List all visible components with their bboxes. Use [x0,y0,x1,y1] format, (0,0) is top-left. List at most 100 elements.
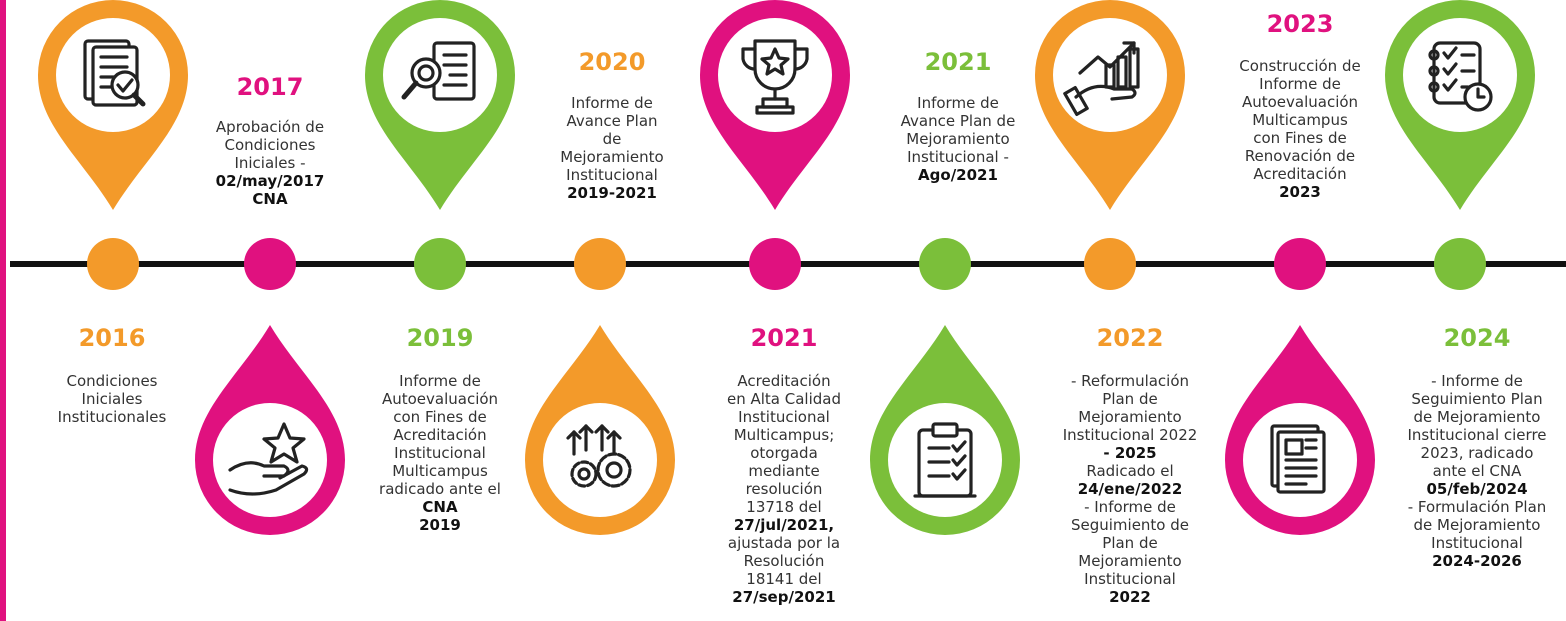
description-line: Acreditación [393,426,487,444]
description-line: Institucional [1084,570,1176,588]
description-line: CNA [422,498,458,516]
description-line: con Fines de [1253,129,1347,147]
description-line: - Informe de [1084,498,1176,516]
description-line: de Mejoramiento [1413,408,1541,426]
pin-marker-5 [700,0,850,210]
description-line: resolución [745,480,823,498]
description-line: radicado ante el [379,480,501,498]
description-line: Acreditación [1253,165,1347,183]
description-line: Condiciones [224,136,316,154]
description-line: 2023 [1279,183,1321,201]
milestone-year-2: 2017 [236,73,304,101]
milestone-year-3: 2019 [406,324,474,352]
description-line: de [602,130,622,148]
description-line: Multicampus [392,462,488,480]
pin-marker-7 [1035,0,1185,210]
description-line: ante el CNA [1432,462,1522,480]
description-line: con Fines de [393,408,487,426]
description-line: Aprobación de [215,118,325,136]
description-line: - Reformulación [1070,372,1190,390]
description-line: Ago/2021 [918,166,998,184]
description-line: Autoevaluación [381,390,499,408]
timeline-dot-1 [87,238,139,290]
description-line: Iniciales [81,390,143,408]
description-line: Institucional - [907,148,1009,166]
checklist-clock-icon [1428,41,1493,112]
description-line: Institucional [1431,534,1523,552]
pin-marker-1 [38,0,188,210]
description-line: de Mejoramiento [1413,516,1541,534]
milestone-year-7: 2022 [1096,324,1164,352]
description-line: Seguimiento Plan [1411,390,1543,408]
timeline-dot-3 [414,238,466,290]
pin-marker-8 [1225,325,1375,535]
description-line: Radicado el [1086,462,1174,480]
description-line: 05/feb/2024 [1426,480,1528,498]
growth-gears-icon [566,424,632,488]
description-line: Informe de [1259,75,1341,93]
description-line: Multicampus [1252,111,1348,129]
description-line: Acreditación [737,372,831,390]
description-line: Plan de [1102,534,1158,552]
description-line: Mejoramiento [1078,408,1182,426]
description-line: en Alta Calidad [726,390,841,408]
documents-check-icon [83,39,146,107]
milestone-year-6: 2021 [924,48,992,76]
description-line: mediante [748,462,820,480]
description-line: Autoevaluación [1241,93,1359,111]
description-line: - Informe de [1431,372,1523,390]
description-line: Informe de [399,372,481,390]
description-line: Construcción de [1239,57,1361,75]
description-line: - 2025 [1103,444,1157,462]
timeline-dot-9 [1434,238,1486,290]
description-line: Informe de [571,94,653,112]
description-line: Renovación de [1244,147,1356,165]
description-line: Avance Plan de [900,112,1016,130]
description-line: - Formulación Plan [1407,498,1547,516]
description-line: Iniciales - [234,154,306,172]
milestone-year-9: 2024 [1443,324,1511,352]
description-line: Institucional 2022 [1062,426,1198,444]
timeline-dot-4 [574,238,626,290]
description-line: Institucional [738,408,830,426]
description-line: 18141 del [746,570,822,588]
description-line: 2019 [419,516,461,534]
description-line: Condiciones [66,372,158,390]
description-line: ajustada por la [727,534,841,552]
left-accent-bar [0,0,6,621]
milestone-year-1: 2016 [78,324,146,352]
description-line: Institucionales [57,408,167,426]
description-line: Institucional [394,444,486,462]
description-line: Institucional [566,166,658,184]
description-line: 27/sep/2021 [732,588,836,606]
pin-marker-3 [365,0,515,210]
description-line: 2019-2021 [567,184,657,202]
trophy-star-icon [741,39,809,115]
milestone-year-4: 2020 [578,48,646,76]
description-line: Seguimiento de [1070,516,1190,534]
timeline-dot-6 [919,238,971,290]
pin-marker-9 [1385,0,1535,210]
description-line: Resolución [743,552,825,570]
timeline-dot-8 [1274,238,1326,290]
description-line: CNA [252,190,288,208]
newspaper-documents-icon [1270,424,1326,494]
timeline-dot-7 [1084,238,1136,290]
hand-growth-chart-icon [1063,41,1140,116]
timeline-dot-5 [749,238,801,290]
description-line: 27/jul/2021, [733,516,835,534]
search-document-icon [401,41,476,101]
description-line: Mejoramiento [906,130,1010,148]
award-hand-icon [228,422,309,496]
description-line: Plan de [1102,390,1158,408]
description-line: Multicampus; [733,426,835,444]
description-line: Avance Plan [566,112,658,130]
